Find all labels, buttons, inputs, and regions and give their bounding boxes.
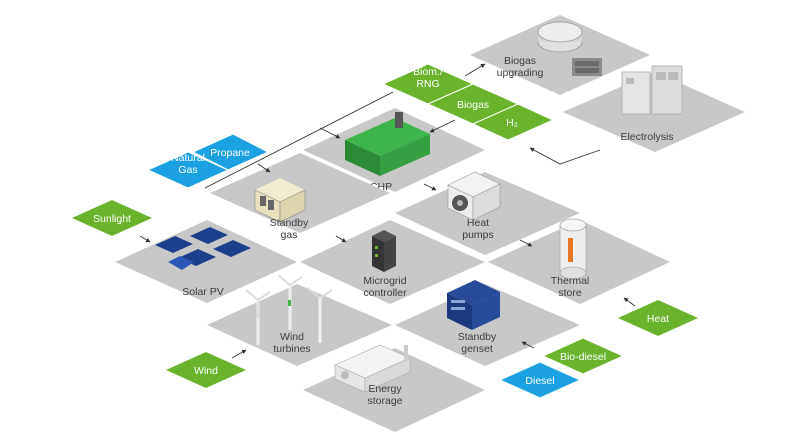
fuel-label-sunlight: Sunlight [93,213,131,225]
fuel-wind: Wind [166,352,246,388]
fuel-label-h2: H₂ [506,117,518,129]
electrolyser-icon [621,65,683,115]
tile-electrolysis: Electrolysis [563,65,745,152]
tile-chp: CHP [303,108,485,193]
fuel-label-propane: Propane [210,147,250,159]
heat-pump-icon [447,171,501,221]
chp-engine-icon [345,112,430,176]
tile-label-electrolysis: Electrolysis [620,131,673,143]
flow-lines [139,63,636,359]
solar-panel-icon [155,227,251,270]
battery-storage-icon [334,344,411,393]
thermal-tank-icon [559,218,587,280]
fuel-group-biogas: Biom./RNG Biogas H₂ [381,63,555,141]
fuel-label-bio-diesel: Bio-diesel [560,351,606,363]
diesel-genset-icon [447,280,500,330]
fuel-label-biom-rng: Biom./RNG [413,66,443,90]
fuel-label-biogas: Biogas [457,99,489,111]
fuel-label-wind: Wind [194,365,218,377]
biogas-plant-icon [537,21,602,76]
tile-solar-pv: Solar PV [115,220,297,303]
controller-cabinet-icon [372,230,396,272]
wind-turbine-icon [245,274,333,345]
fuel-group-diesel: Bio-diesel Diesel [498,337,625,399]
fuel-heat: Heat [618,300,698,336]
fuel-sunlight: Sunlight [72,200,152,236]
gas-generator-icon [254,178,306,223]
fuel-label-heat: Heat [647,313,669,325]
fuel-label-diesel: Diesel [525,375,554,387]
tile-label-solar-pv: Solar PV [182,286,223,298]
